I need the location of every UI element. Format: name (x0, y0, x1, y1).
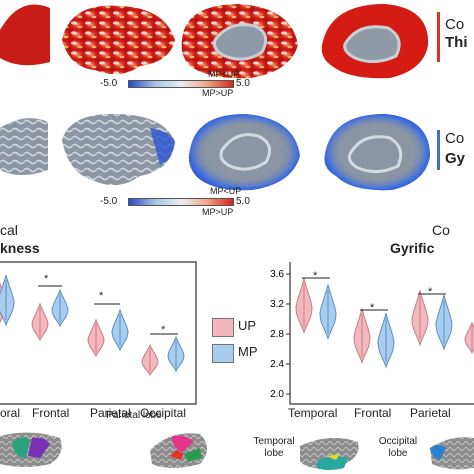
brain-lateral-right-gyri (62, 113, 175, 186)
lobe-illustrations (0, 432, 474, 470)
left-cat-1: Frontal (32, 406, 70, 420)
y-tick-label: 2.4 (270, 359, 284, 370)
mid-side-label-a: Co (445, 130, 465, 147)
left-panel-title-b: kness (0, 240, 40, 256)
lobe-label-parietal: Parietal lobe (106, 410, 162, 421)
mid-cbar-low-caption: MP<UP (210, 186, 242, 196)
brain-lateral-right (62, 5, 175, 75)
right-cat-0: Temporal (288, 406, 338, 420)
mid-side-label-b: Gy (445, 150, 466, 167)
right-panel-title-b: Gyrific (390, 240, 435, 256)
right-sig-temporal: * (313, 270, 318, 282)
brain-lateral-left-gyri (0, 118, 48, 175)
left-sig-parietal: * (99, 290, 104, 302)
left-sig-frontal: * (44, 273, 49, 285)
y-tick-label: 3.6 (270, 269, 284, 280)
top-cbar-low-caption: MP<UP (208, 69, 240, 79)
mid-cbar-high-caption: MP>UP (202, 207, 234, 217)
right-cat-1: Frontal (354, 406, 392, 420)
thickness-violin-plot (0, 261, 197, 405)
top-colorbar (128, 80, 234, 88)
right-sig-parietal: * (428, 286, 433, 298)
top-cbar-max: 5.0 (236, 78, 250, 89)
gyrification-brain-maps (0, 113, 440, 191)
y-tick-label: 2.8 (270, 329, 284, 340)
top-side-label-a: Co (445, 16, 465, 33)
left-cat-0: oral (0, 406, 21, 420)
y-tick-label: 2.0 (270, 389, 284, 400)
right-sig-frontal: * (370, 302, 375, 314)
right-cat-2: Parietal (410, 406, 451, 420)
gyrification-violin-plot: 3.6 3.2 2.8 2.4 2.0 (270, 262, 474, 405)
mid-colorbar (128, 198, 234, 206)
lobe-label-temporal: Temporal lobe (253, 436, 295, 459)
thickness-brain-maps (0, 4, 440, 79)
y-tick-label: 3.2 (270, 299, 284, 310)
lobe-label-occipital: Occipital lobe (378, 436, 418, 459)
top-cbar-min: -5.0 (100, 78, 118, 89)
top-cbar-high-caption: MP>UP (202, 88, 234, 98)
legend-up-swatch (212, 318, 234, 337)
gyrification-violin-up-partial (464, 321, 474, 354)
brain-lateral-left (0, 4, 50, 66)
mid-cbar-min: -5.0 (100, 196, 118, 207)
left-cat-3: Occipital (140, 406, 187, 420)
mid-cbar-max: 5.0 (236, 196, 250, 207)
legend-mp-label: MP (238, 344, 258, 359)
legend-up-label: UP (238, 318, 257, 333)
left-panel-title-a: cal (0, 222, 18, 238)
legend-mp-swatch (212, 344, 234, 363)
thickness-violin-mp-0 (0, 274, 15, 327)
left-cat-2: Parietal (90, 406, 131, 420)
top-side-label-b: Thi (445, 34, 468, 51)
left-sig-occipital: * (161, 324, 166, 336)
right-panel-title-a: Co (432, 222, 450, 238)
